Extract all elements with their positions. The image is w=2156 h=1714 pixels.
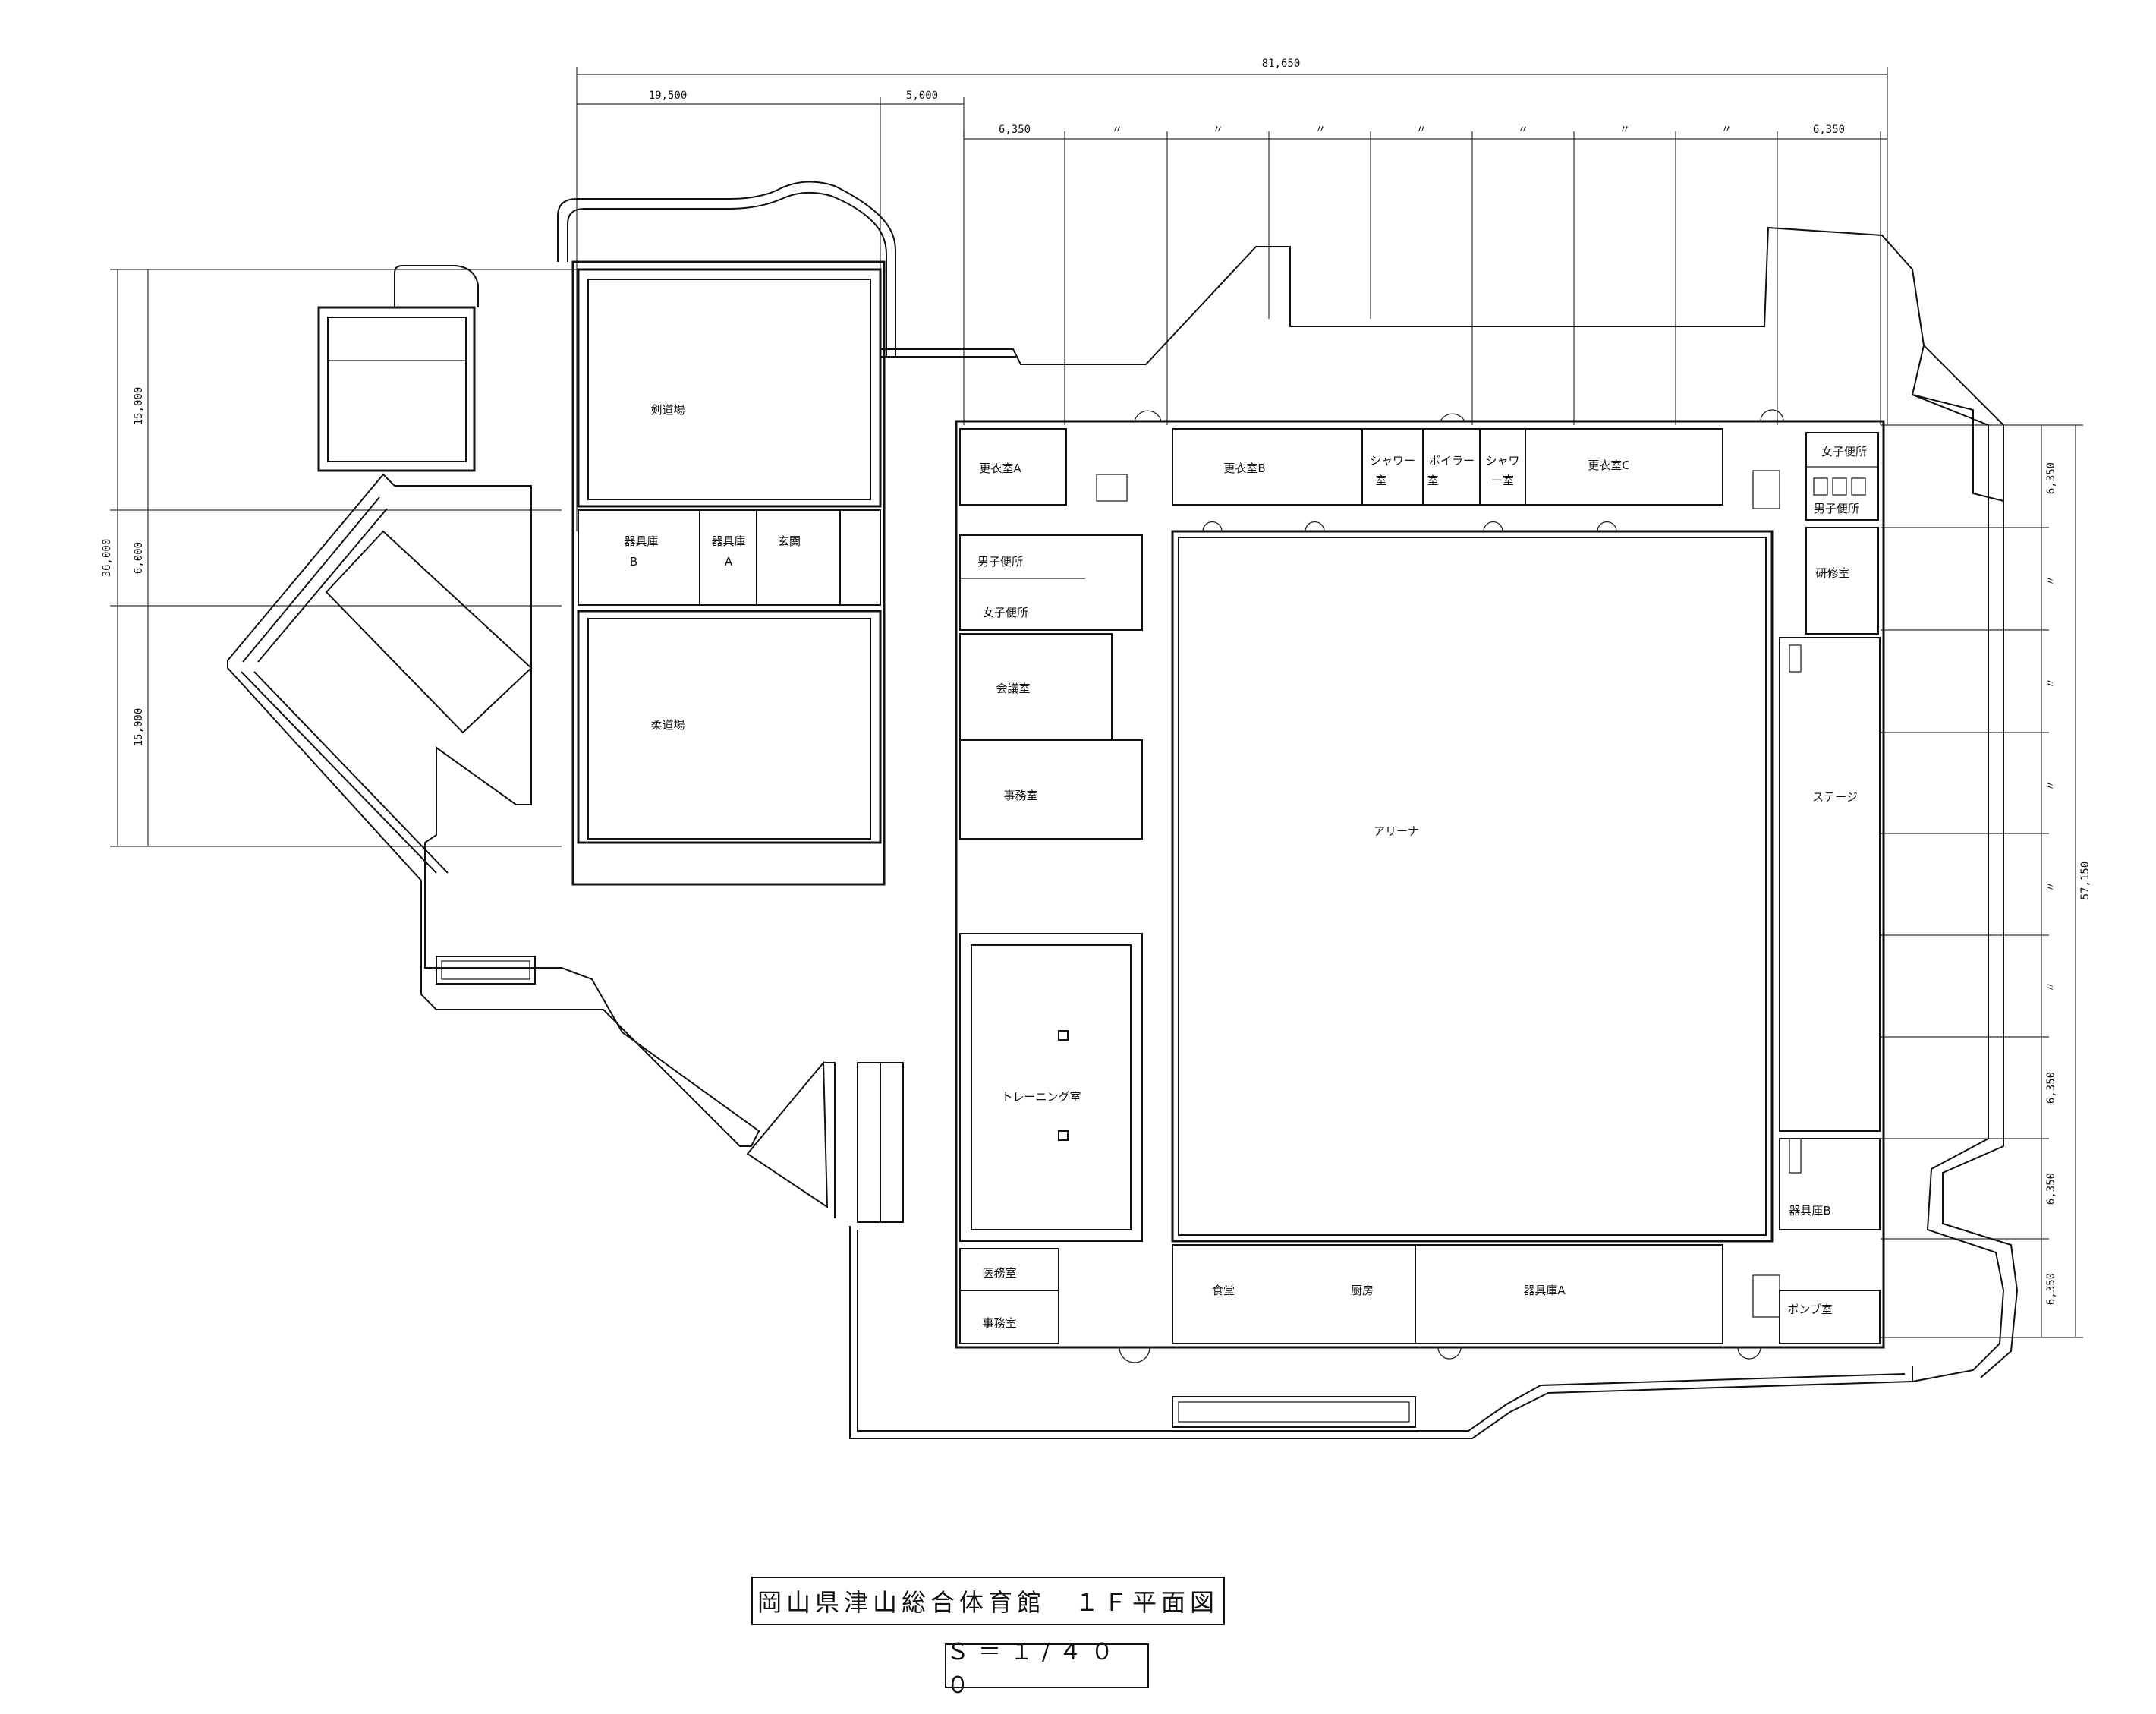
- label-arena: アリーナ: [1374, 824, 1419, 838]
- dim-height-left: 36,000: [101, 539, 113, 578]
- label-locker-b: 更衣室B: [1223, 462, 1265, 475]
- dim-ditto-4: 〃: [1416, 124, 1427, 136]
- martial-arts-block: [571, 260, 886, 886]
- drawing-scale: Ｓ＝１/４００: [946, 1638, 1123, 1699]
- room-labels: 剣道場 柔道場 器具庫 B 器具庫 A 玄関 更衣室A 更衣室B シャワー 室 …: [624, 403, 1867, 1330]
- label-boiler-b: 室: [1427, 474, 1438, 487]
- dim-left-bottom: 15,000: [133, 708, 145, 747]
- label-office: 事務室: [1003, 789, 1037, 802]
- label-shower-2a: シャワ: [1485, 454, 1519, 468]
- label-womens-wc-right: 女子便所: [1821, 445, 1867, 458]
- label-locker-a: 更衣室A: [979, 462, 1021, 475]
- label-judo: 柔道場: [650, 718, 685, 732]
- diagonal-stairs: [325, 530, 533, 734]
- label-office2: 事務室: [982, 1316, 1016, 1330]
- label-pump: ポンプ室: [1787, 1303, 1833, 1316]
- room-judo: [577, 610, 882, 844]
- label-boiler-a: ボイラー: [1429, 454, 1475, 468]
- dim-right-ditto-4: 〃: [2045, 881, 2057, 892]
- label-storage-a: 器具庫A: [1523, 1284, 1566, 1297]
- site-outline: [227, 181, 2019, 1439]
- dim-right-bay-a: 6,350: [2045, 1072, 2057, 1104]
- dim-right-bay-b: 6,350: [2045, 1173, 2057, 1205]
- drawing-title: 岡山県津山総合体育館 １Ｆ平面図: [757, 1588, 1219, 1617]
- room-arena: [1171, 530, 1774, 1243]
- dim-gap: 5,000: [906, 90, 938, 102]
- dim-ditto-3: 〃: [1315, 124, 1326, 136]
- label-kitchen: 厨房: [1351, 1284, 1374, 1297]
- dim-ditto-2: 〃: [1213, 124, 1223, 136]
- label-locker-c: 更衣室C: [1588, 458, 1629, 472]
- dim-right-ditto-3: 〃: [2045, 780, 2057, 791]
- label-shower-1a: シャワー: [1370, 454, 1415, 468]
- label-storage-b-left-sub: B: [630, 555, 637, 569]
- label-shower-1b: 室: [1375, 474, 1386, 487]
- label-meeting: 会議室: [996, 682, 1030, 695]
- label-storage-a-left-sub: A: [725, 555, 733, 569]
- label-stage: ステージ: [1812, 790, 1858, 804]
- dim-ditto-1: 〃: [1112, 124, 1122, 136]
- dim-left-middle: 6,000: [133, 542, 145, 574]
- drawing-title-box: 岡山県津山総合体育館 １Ｆ平面図: [751, 1577, 1225, 1625]
- label-mens-wc-right: 男子便所: [1814, 502, 1859, 515]
- dim-right-bay-c: 6,350: [2045, 1273, 2057, 1305]
- dim-height-right: 57,150: [2079, 862, 2091, 900]
- dim-ditto-5: 〃: [1518, 124, 1528, 136]
- dim-bay-last: 6,350: [1813, 124, 1845, 136]
- dim-ditto-6: 〃: [1619, 124, 1630, 136]
- label-medical: 医務室: [982, 1266, 1016, 1280]
- drawing-scale-box: Ｓ＝１/４００: [945, 1639, 1149, 1699]
- room-kendo: [577, 268, 882, 508]
- label-kendo: 剣道場: [650, 403, 685, 417]
- dimension-lines: [110, 67, 2083, 1338]
- label-mens-wc: 男子便所: [977, 555, 1023, 569]
- dim-right-ditto-1: 〃: [2045, 575, 2057, 586]
- label-storage-a-left: 器具庫: [711, 534, 745, 548]
- label-entrance: 玄関: [778, 534, 801, 548]
- dim-overall-width: 81,650: [1262, 58, 1301, 70]
- dim-right-ditto-5: 〃: [2045, 981, 2057, 992]
- dim-right-top: 6,350: [2045, 462, 2057, 494]
- label-storage-b: 器具庫B: [1789, 1204, 1830, 1218]
- dim-bay-first: 6,350: [999, 124, 1031, 136]
- dim-right-ditto-2: 〃: [2045, 678, 2057, 688]
- label-womens-wc: 女子便所: [983, 606, 1028, 619]
- label-training: トレーニング室: [1001, 1090, 1081, 1104]
- label-storage-b-left: 器具庫: [624, 534, 658, 548]
- dim-left-block: 19,500: [649, 90, 688, 102]
- main-hall: [955, 409, 1885, 1363]
- dimension-labels: 81,650 19,500 5,000 6,350 〃 〃 〃 〃 〃 〃 〃 …: [101, 58, 2091, 1305]
- dim-left-top: 15,000: [133, 387, 145, 426]
- label-shower-2b: ー室: [1491, 474, 1514, 487]
- label-dining: 食堂: [1212, 1284, 1235, 1297]
- label-training-room-right: 研修室: [1815, 566, 1849, 580]
- dim-ditto-7: 〃: [1721, 124, 1732, 136]
